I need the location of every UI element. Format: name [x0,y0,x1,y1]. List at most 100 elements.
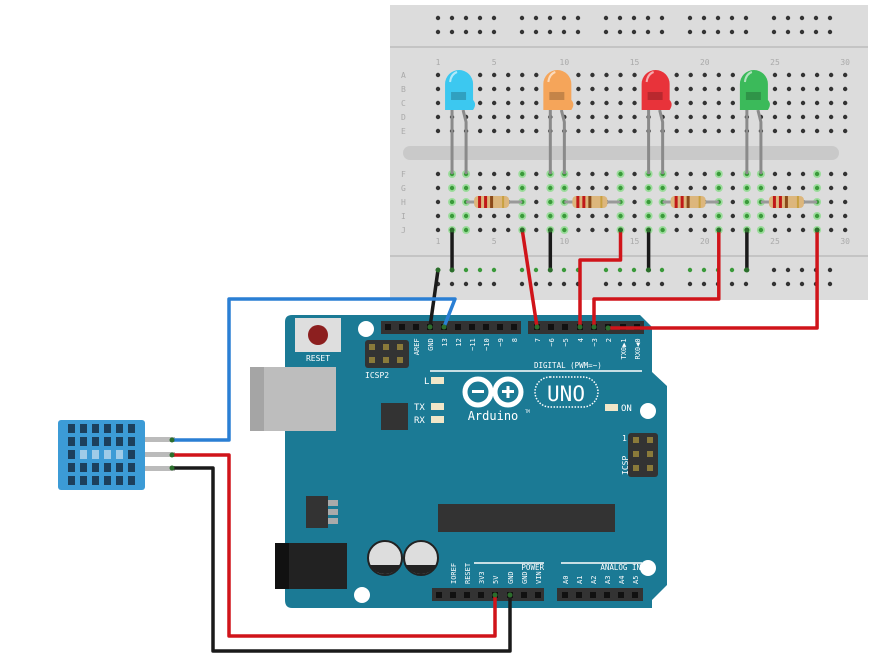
digital-pin-label: RX0◀0 [634,338,642,359]
sensor-lead [145,437,175,442]
digital-pin-label: 7 [534,338,542,342]
rail-hole [645,281,651,287]
column-label: 30 [840,237,850,246]
grill-slot [68,424,75,433]
breadboard-hole [842,128,848,134]
power-pin-label: 5V [492,575,500,584]
breadboard-hole [674,72,679,78]
breadboard-hole [632,100,637,106]
breadboard-hole [477,171,483,177]
breadboard-hole [786,185,792,191]
breadboard-hole [730,100,736,106]
breadboard-hole [534,114,539,120]
grill-slot [104,463,111,472]
breadboard-hole [786,86,792,92]
rail-hole [491,29,497,35]
icsp-pin [397,344,403,350]
rail-hole [617,281,623,287]
breadboard-hole [590,100,595,106]
icsp-pin [647,437,653,443]
breadboard-hole [814,213,820,219]
rail-hole [729,267,735,273]
rail-hole [701,29,707,35]
breadboard-hole [772,114,778,120]
breadboard-hole [688,100,693,106]
reset-button-cap[interactable] [308,325,328,345]
led-orange [543,70,574,174]
breadboard-hole [842,86,848,92]
breadboard-hole [716,86,721,92]
breadboard-hole [730,86,736,92]
breadboard-hole [632,171,637,177]
resistor-band [490,196,494,208]
breadboard-hole [435,213,441,219]
breadboard-hole [702,171,707,177]
rail-hole [477,29,483,35]
rail-hole [463,15,469,21]
breadboard-hole [786,128,792,134]
rail-hole [659,29,665,35]
header-pin [562,592,568,598]
rail-hole [701,281,707,287]
digital-pin-label: 12 [455,338,463,346]
breadboard-hole [491,213,497,219]
breadboard-hole [828,128,834,134]
icsp-pin [383,344,389,350]
icsp-pin [633,437,639,443]
breadboard-hole [604,72,609,78]
led-green [739,70,770,174]
wire-end [646,227,652,233]
breadboard-hole [590,213,595,219]
wire-end [519,227,525,233]
rail-hole [617,267,623,273]
sensor-lead [145,452,175,457]
analog-pin-label: A4 [618,576,626,584]
rail-hole [701,15,707,21]
rail-hole [701,267,707,273]
header-pin [450,592,456,598]
led-body [641,70,672,110]
rail-hole [799,281,805,287]
breadboard-hole [716,185,721,191]
resistor [662,196,719,208]
rail-hole [603,15,609,21]
wire-end [814,227,820,233]
breadboard-hole [646,213,651,219]
rail-hole [771,29,777,35]
breadboard-hole [744,199,750,205]
grill-slot [128,476,135,485]
resistor-band [502,196,505,208]
led-lead [559,109,566,174]
breadboard-hole [660,213,665,219]
breadboard-hole [632,185,637,191]
icsp-pin [397,357,403,363]
led-highlight [645,71,654,83]
breadboard-hole [435,128,441,134]
breadboard-hole [758,185,764,191]
wire-end [449,267,455,273]
breadboard-hole [702,100,707,106]
power-header [432,588,544,601]
grill-slot [68,437,75,446]
breadboard-hole [548,185,553,191]
rail-hole [519,281,525,287]
breadboard-hole [576,128,581,134]
header-pin [590,592,596,598]
breadboard-hole [814,72,820,78]
rail-hole [743,281,749,287]
breadboard-hole [730,185,736,191]
breadboard-hole [730,171,736,177]
column-label: 15 [630,58,640,67]
wire-end [435,267,441,273]
breadboard-hole [520,128,525,134]
led-lead [756,109,763,174]
digital-label: DIGITAL (PWM=~) [534,361,602,370]
column-label: 25 [770,237,780,246]
breadboard-hole [688,227,693,233]
header-pin [576,592,582,598]
header-pin [483,324,489,330]
wire-end [169,465,175,471]
rail-hole [771,15,777,21]
header-pin [535,592,541,598]
led-die [745,92,761,100]
